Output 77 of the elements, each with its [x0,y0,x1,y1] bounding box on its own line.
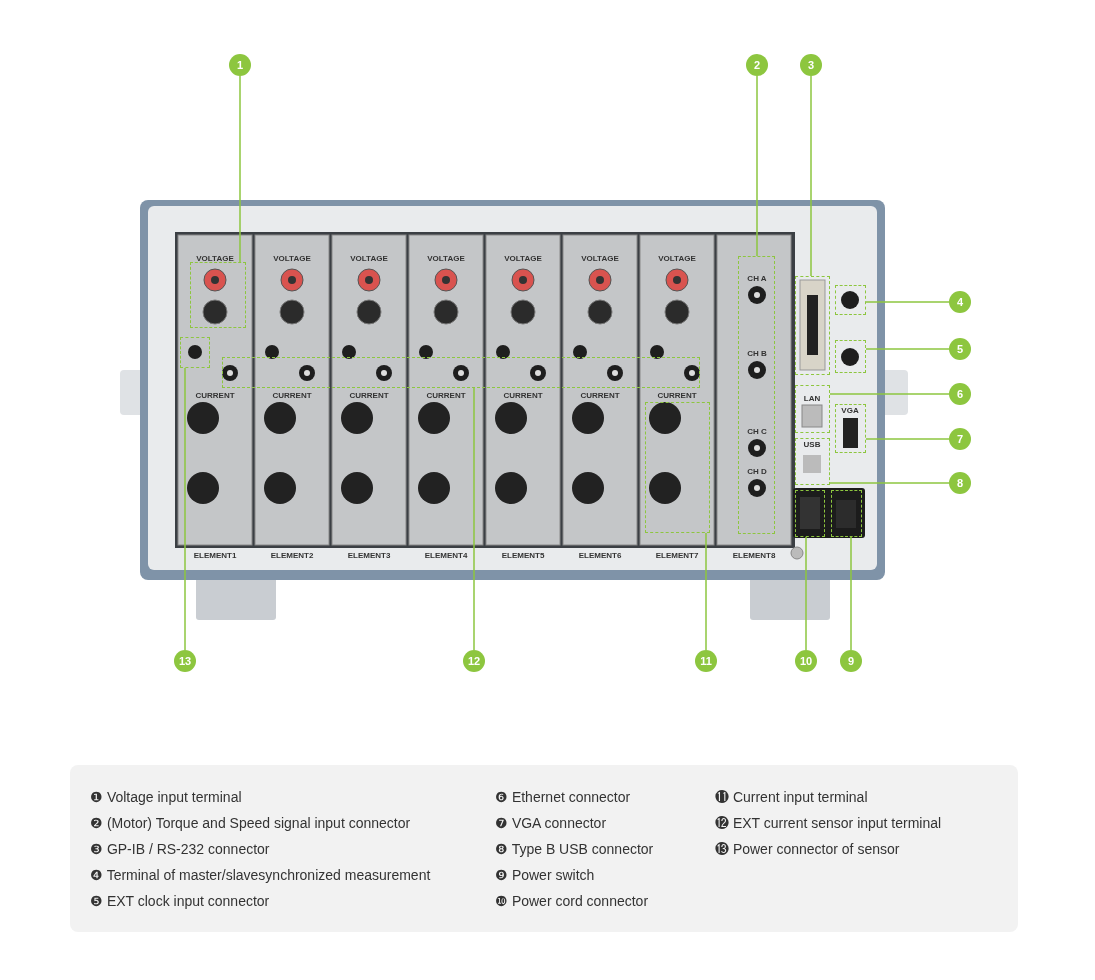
port-label: LAN [803,394,821,403]
panel-label: VOLTAGE [350,254,388,263]
highlight-frame [190,262,246,328]
highlight-frame [795,276,830,375]
callout-number: 7 [949,428,971,450]
callout-number: 9 [840,650,862,672]
port-label: VGA [841,406,859,415]
callout-number: 11 [695,650,717,672]
leader-line [756,75,758,257]
module-label: ELEMENT5 [501,551,545,560]
module-label: ELEMENT7 [655,551,699,560]
module-label: ELEMENT8 [732,551,776,560]
leader-line [705,532,707,651]
callout-number: 13 [174,650,196,672]
leader-line [473,387,475,651]
legend-item: ❺ EXT clock input connector [90,892,270,910]
module-label: ELEMENT1 [193,551,237,560]
channel-label: CH B [747,349,767,358]
highlight-frame [835,340,866,373]
panel-label: CURRENT [195,391,235,400]
channel-label: CH D [747,467,767,476]
panel-label: CURRENT [657,391,697,400]
port-label: USB [803,440,821,449]
legend-item: ❷ (Motor) Torque and Speed signal input connector [90,814,411,832]
callout-number: 8 [949,472,971,494]
leader-line [865,348,950,350]
callout-number: 10 [795,650,817,672]
panel-label: VOLTAGE [273,254,311,263]
callout-number: 1 [229,54,251,76]
channel-label: CH A [747,274,767,283]
legend-item: ❹ Terminal of master/slavesynchronized measurement [90,866,431,884]
callout-number: 4 [949,291,971,313]
highlight-frame [835,404,866,453]
leader-line [850,536,852,651]
leader-line [865,438,950,440]
legend-item: ❼ VGA connector [495,814,607,832]
module-label: ELEMENT3 [347,551,391,560]
leader-line [810,75,812,277]
leader-line [239,75,241,263]
highlight-frame [180,337,210,368]
callout-number: 3 [800,54,822,76]
legend-item: ⓭ Power connector of sensor [715,840,900,858]
legend-item: ❿ Power cord connector [495,892,649,910]
panel-label: VOLTAGE [504,254,542,263]
module-label: ELEMENT2 [270,551,314,560]
channel-label: CH C [747,427,767,436]
callout-number: 6 [949,383,971,405]
leader-line [184,367,186,651]
callout-number: 2 [746,54,768,76]
legend-item: ❸ GP-IB / RS-232 connector [90,840,270,858]
highlight-frame [795,438,830,485]
panel-label: VOLTAGE [196,254,234,263]
module-label: ELEMENT4 [424,551,468,560]
highlight-frame [835,285,866,315]
panel-label: CURRENT [426,391,466,400]
panel-label: VOLTAGE [581,254,619,263]
legend-item: ❾ Power switch [495,866,595,884]
leader-line [829,393,950,395]
leader-line [865,301,950,303]
module-label: ELEMENT6 [578,551,622,560]
legend-item: ⓫ Current input terminal [715,788,868,806]
callout-number: 5 [949,338,971,360]
highlight-frame [795,490,825,537]
leader-line [805,536,807,651]
legend-item: ⓬ EXT current sensor input terminal [715,814,942,832]
legend-item: ❽ Type B USB connector [495,840,654,858]
highlight-frame [645,402,710,533]
highlight-frame [795,385,830,433]
legend-item: ❻ Ethernet connector [495,788,631,806]
leader-line [829,482,950,484]
panel-label: VOLTAGE [658,254,696,263]
highlight-frame [738,256,775,534]
panel-label: VOLTAGE [427,254,465,263]
highlight-frame [831,490,862,537]
legend-item: ❶ Voltage input terminal [90,788,242,806]
highlight-frame [222,357,700,388]
callout-number: 12 [463,650,485,672]
